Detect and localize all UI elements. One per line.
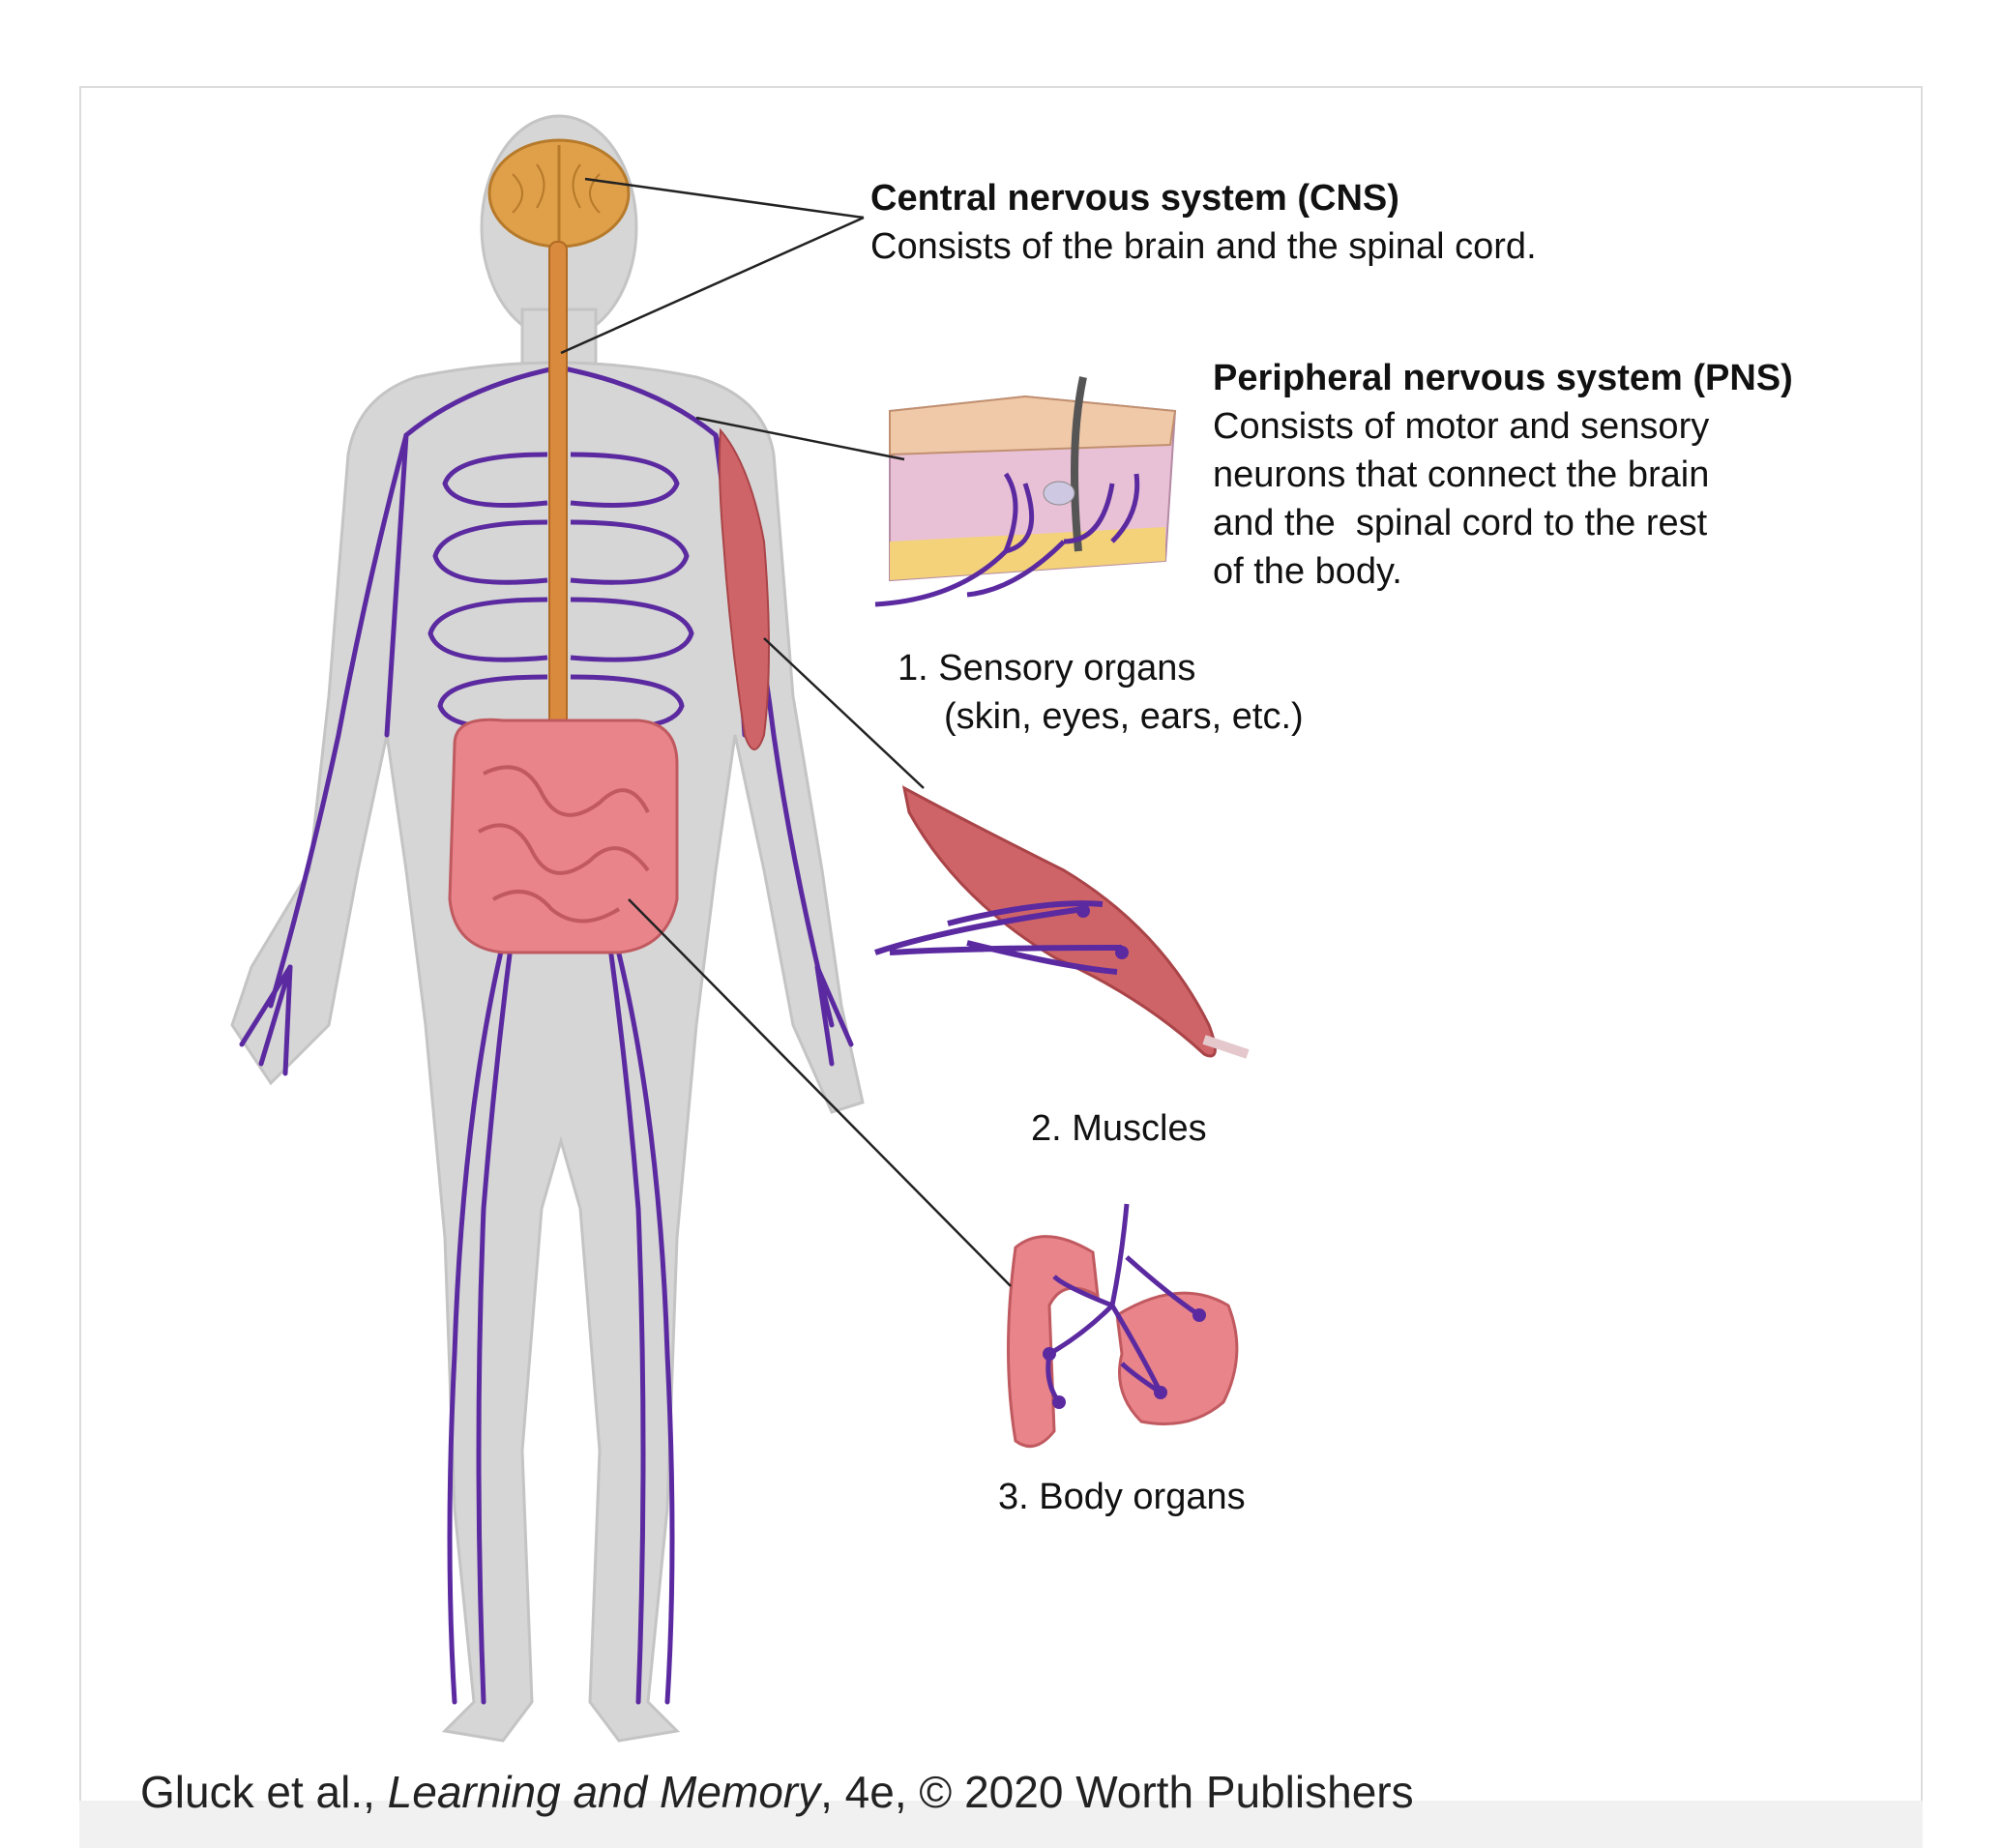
pns-description-line-3: and the spinal cord to the rest: [1213, 503, 1708, 543]
pns-label: Peripheral nervous system (PNS) Consists…: [1213, 354, 1793, 596]
cns-title: Central nervous system (CNS): [870, 178, 1399, 219]
sensory-organs-examples: (skin, eyes, ears, etc.): [944, 696, 1304, 737]
footer-strip: [79, 1801, 1923, 1848]
pns-title: Peripheral nervous system (PNS): [1213, 358, 1793, 398]
cns-label: Central nervous system (CNS) Consists of…: [870, 174, 1537, 271]
credit-book-title: Learning and Memory: [387, 1767, 821, 1817]
credit-authors: Gluck et al.,: [140, 1767, 388, 1817]
intestines: [448, 718, 679, 954]
source-credit: Gluck et al., Learning and Memory, 4e, ©…: [140, 1766, 1414, 1818]
body-organs-illustration: [1007, 1203, 1239, 1449]
body-organs-label: 3. Body organs: [998, 1477, 1246, 1517]
figure-panel: [79, 86, 1923, 1848]
muscle-illustration: [874, 785, 1250, 1059]
credit-publisher: , 4e, © 2020 Worth Publishers: [820, 1767, 1414, 1817]
leader-lines: [560, 177, 1012, 1287]
pns-description-line-1: Consists of motor and sensory: [1213, 406, 1710, 447]
cns-description: Consists of the brain and the spinal cor…: [870, 226, 1537, 267]
pns-description-line-2: neurons that connect the brain: [1213, 455, 1710, 495]
muscles-label: 2. Muscles: [1031, 1108, 1207, 1149]
arm-muscle: [719, 427, 770, 750]
brain: [487, 138, 631, 249]
spinal-cord: [548, 241, 568, 746]
sensory-organs-title: 1. Sensory organs: [898, 648, 1196, 689]
sensory-organs-label: 1. Sensory organs (skin, eyes, ears, etc…: [898, 644, 1304, 741]
skin-section-illustration: [874, 376, 1177, 607]
pns-description-line-4: of the body.: [1213, 551, 1402, 592]
